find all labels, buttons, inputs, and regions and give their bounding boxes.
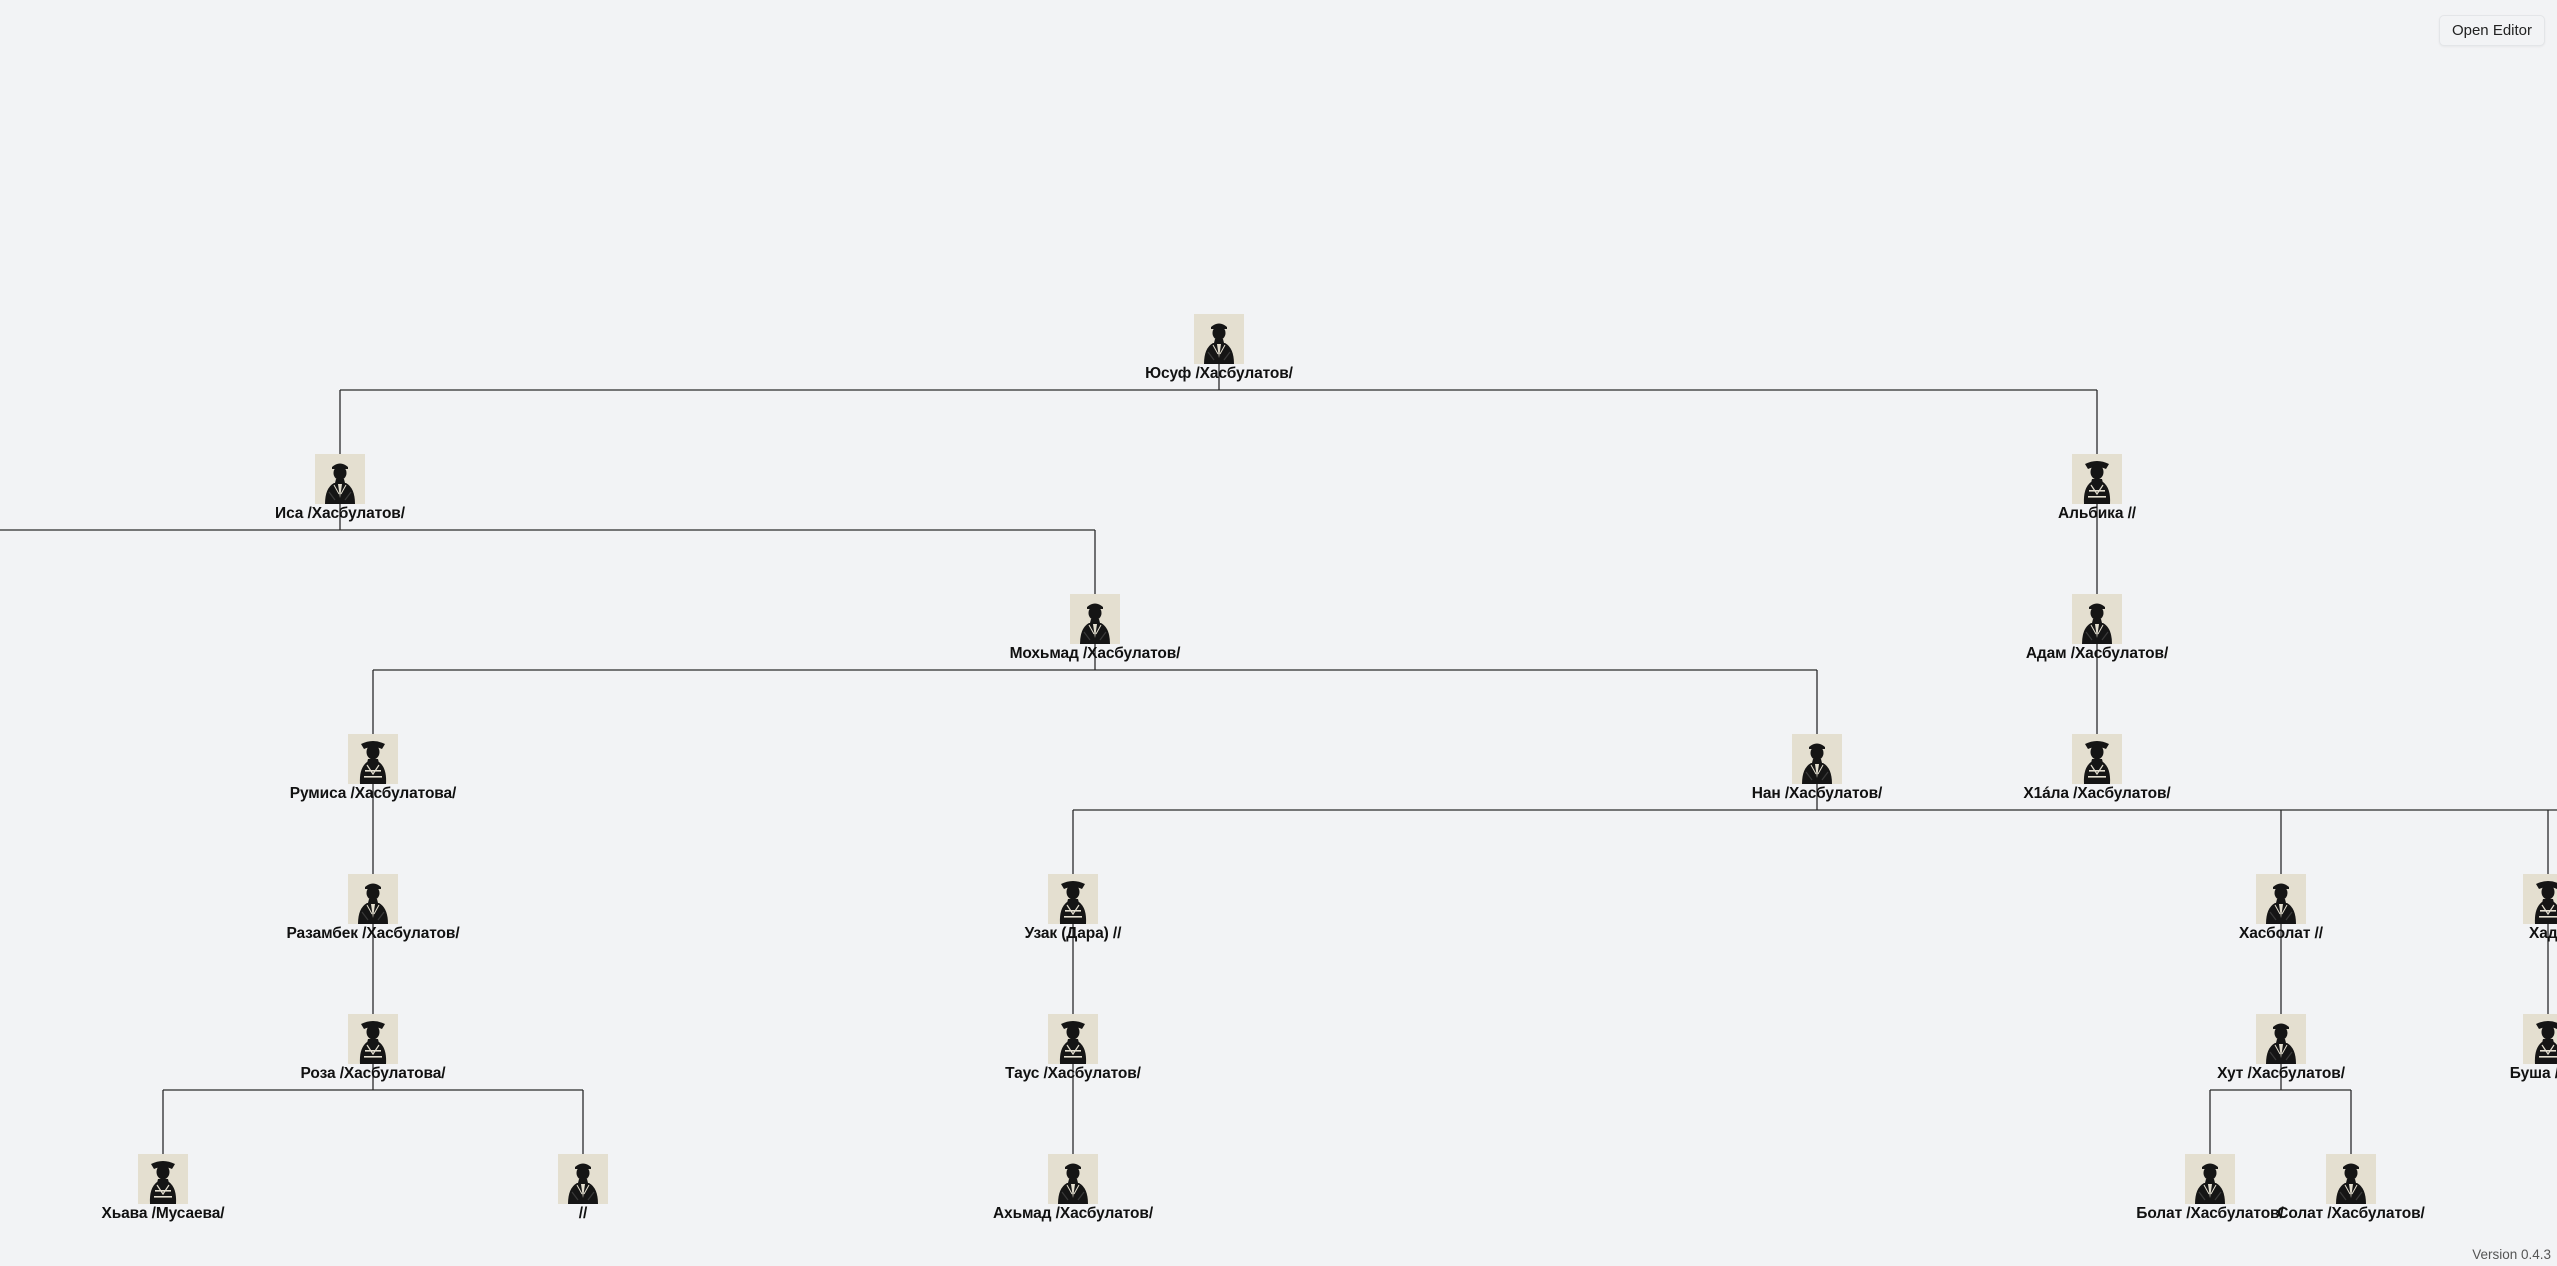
- person-node[interactable]: Мохьмад /Хасбулатов/: [985, 594, 1205, 664]
- person-node[interactable]: Разамбек /Хасбулатов/: [263, 874, 483, 944]
- person-node[interactable]: Солат /Хасбулатов/: [2241, 1154, 2461, 1224]
- male-avatar-icon: [2326, 1154, 2376, 1204]
- person-node[interactable]: Ахьмад /Хасбулатов/: [963, 1154, 1183, 1224]
- person-node[interactable]: Х1áла /Хасбулатов/: [1987, 734, 2207, 804]
- person-name: Адам /Хасбулатов/: [2025, 645, 2169, 662]
- person-node[interactable]: Хьава /Мусаева/: [53, 1154, 273, 1224]
- male-avatar-icon: [1194, 314, 1244, 364]
- person-name: Иса /Хасбулатов/: [275, 505, 405, 522]
- person-name: Ахьмад /Хасбулатов/: [992, 1205, 1154, 1222]
- person-node[interactable]: Буша /Хас: [2438, 1014, 2557, 1084]
- person-node[interactable]: Румиса /Хасбулатова/: [263, 734, 483, 804]
- male-avatar-icon: [2256, 1014, 2306, 1064]
- person-node[interactable]: Болат /Хасбулатов/: [2100, 1154, 2320, 1224]
- person-name: Альбика //: [2058, 505, 2136, 522]
- person-node[interactable]: Иса /Хасбулатов/: [230, 454, 450, 524]
- person-name: Румиса /Хасбулатова/: [289, 785, 457, 802]
- person-name: Мохьмад /Хасбулатов/: [1009, 645, 1181, 662]
- female-avatar-icon: [2523, 1014, 2557, 1064]
- person-node[interactable]: Хасболат //: [2171, 874, 2391, 944]
- male-avatar-icon: [1070, 594, 1120, 644]
- male-avatar-icon: [1048, 1154, 1098, 1204]
- person-name: Разамбек /Хасбулатов/: [286, 925, 460, 942]
- person-node[interactable]: //: [473, 1154, 693, 1224]
- male-avatar-icon: [558, 1154, 608, 1204]
- person-node[interactable]: Адам /Хасбулатов/: [1987, 594, 2207, 664]
- person-node[interactable]: Альбика //: [1987, 454, 2207, 524]
- person-name: Роза /Хасбулатова/: [300, 1065, 446, 1082]
- person-name: Х1áла /Хасбулатов/: [2023, 785, 2171, 802]
- female-avatar-icon: [2072, 734, 2122, 784]
- person-name: //: [578, 1205, 588, 1222]
- male-avatar-icon: [2256, 874, 2306, 924]
- person-node[interactable]: Хут /Хасбулатов/: [2171, 1014, 2391, 1084]
- male-avatar-icon: [2072, 594, 2122, 644]
- person-node[interactable]: Роза /Хасбулатова/: [263, 1014, 483, 1084]
- person-node[interactable]: Таус /Хасбулатов/: [963, 1014, 1183, 1084]
- person-node[interactable]: Хади: [2438, 874, 2557, 944]
- person-name: Юсуф /Хасбулатов/: [1145, 365, 1293, 382]
- person-name: Нан /Хасбулатов/: [1751, 785, 1883, 802]
- person-name: Хасболат //: [2239, 925, 2323, 942]
- open-editor-button[interactable]: Open Editor: [2438, 15, 2545, 46]
- female-avatar-icon: [138, 1154, 188, 1204]
- male-avatar-icon: [348, 874, 398, 924]
- person-node[interactable]: Юсуф /Хасбулатов/: [1109, 314, 1329, 384]
- person-name: Солат /Хасбулатов/: [2277, 1205, 2425, 1222]
- female-avatar-icon: [348, 1014, 398, 1064]
- person-name: Хут /Хасбулатов/: [2217, 1065, 2345, 1082]
- female-avatar-icon: [1048, 1014, 1098, 1064]
- female-avatar-icon: [2072, 454, 2122, 504]
- female-avatar-icon: [348, 734, 398, 784]
- person-name: Хьава /Мусаева/: [101, 1205, 225, 1222]
- person-name: Таус /Хасбулатов/: [1005, 1065, 1141, 1082]
- male-avatar-icon: [1792, 734, 1842, 784]
- person-name: Буша /Хас: [2509, 1065, 2557, 1082]
- male-avatar-icon: [2185, 1154, 2235, 1204]
- version-label: Version 0.4.3: [2472, 1247, 2551, 1262]
- person-name: Хади: [2529, 925, 2557, 942]
- person-node[interactable]: Узак (Дара) //: [963, 874, 1183, 944]
- female-avatar-icon: [1048, 874, 1098, 924]
- male-avatar-icon: [315, 454, 365, 504]
- person-node[interactable]: Нан /Хасбулатов/: [1707, 734, 1927, 804]
- person-name: Узак (Дара) //: [1024, 925, 1122, 942]
- female-avatar-icon: [2523, 874, 2557, 924]
- person-name: Болат /Хасбулатов/: [2136, 1205, 2284, 1222]
